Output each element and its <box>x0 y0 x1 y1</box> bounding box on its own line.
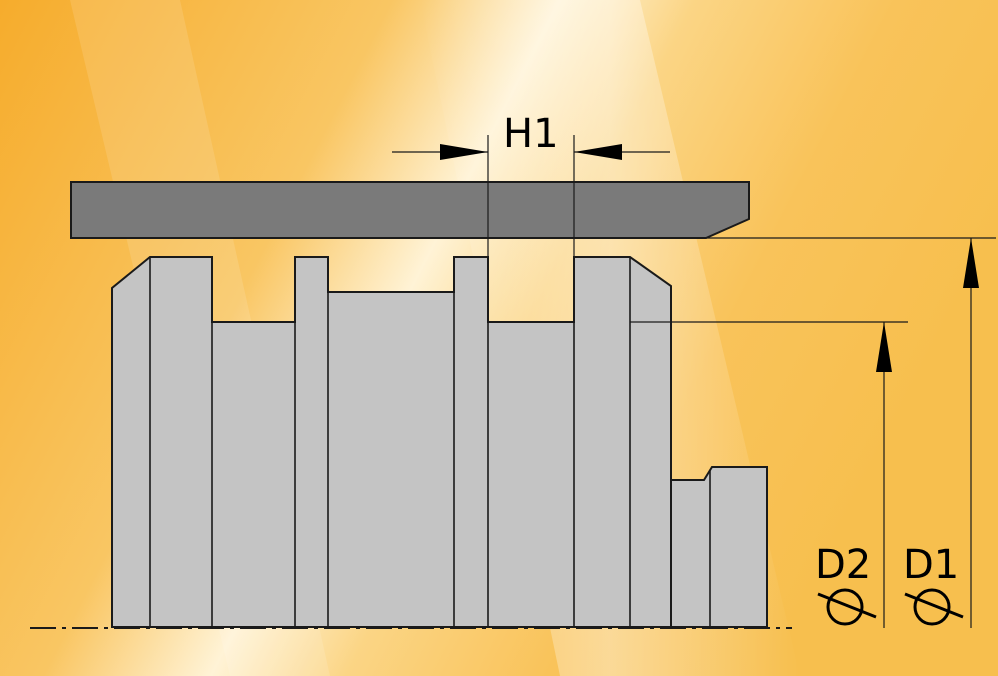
d2-label: D2 <box>815 542 871 588</box>
diameter-icon <box>904 588 964 626</box>
dimension-d1: D1 <box>706 237 996 628</box>
top-plate <box>70 181 750 239</box>
part-body <box>111 256 672 628</box>
dimension-h1: H1 <box>392 111 670 322</box>
h1-label: H1 <box>503 111 559 157</box>
dimension-d2: D2 <box>630 321 908 628</box>
d1-label: D1 <box>903 542 959 588</box>
part-edges <box>149 257 711 627</box>
diameter-icon <box>817 588 877 626</box>
part-step <box>670 466 768 628</box>
